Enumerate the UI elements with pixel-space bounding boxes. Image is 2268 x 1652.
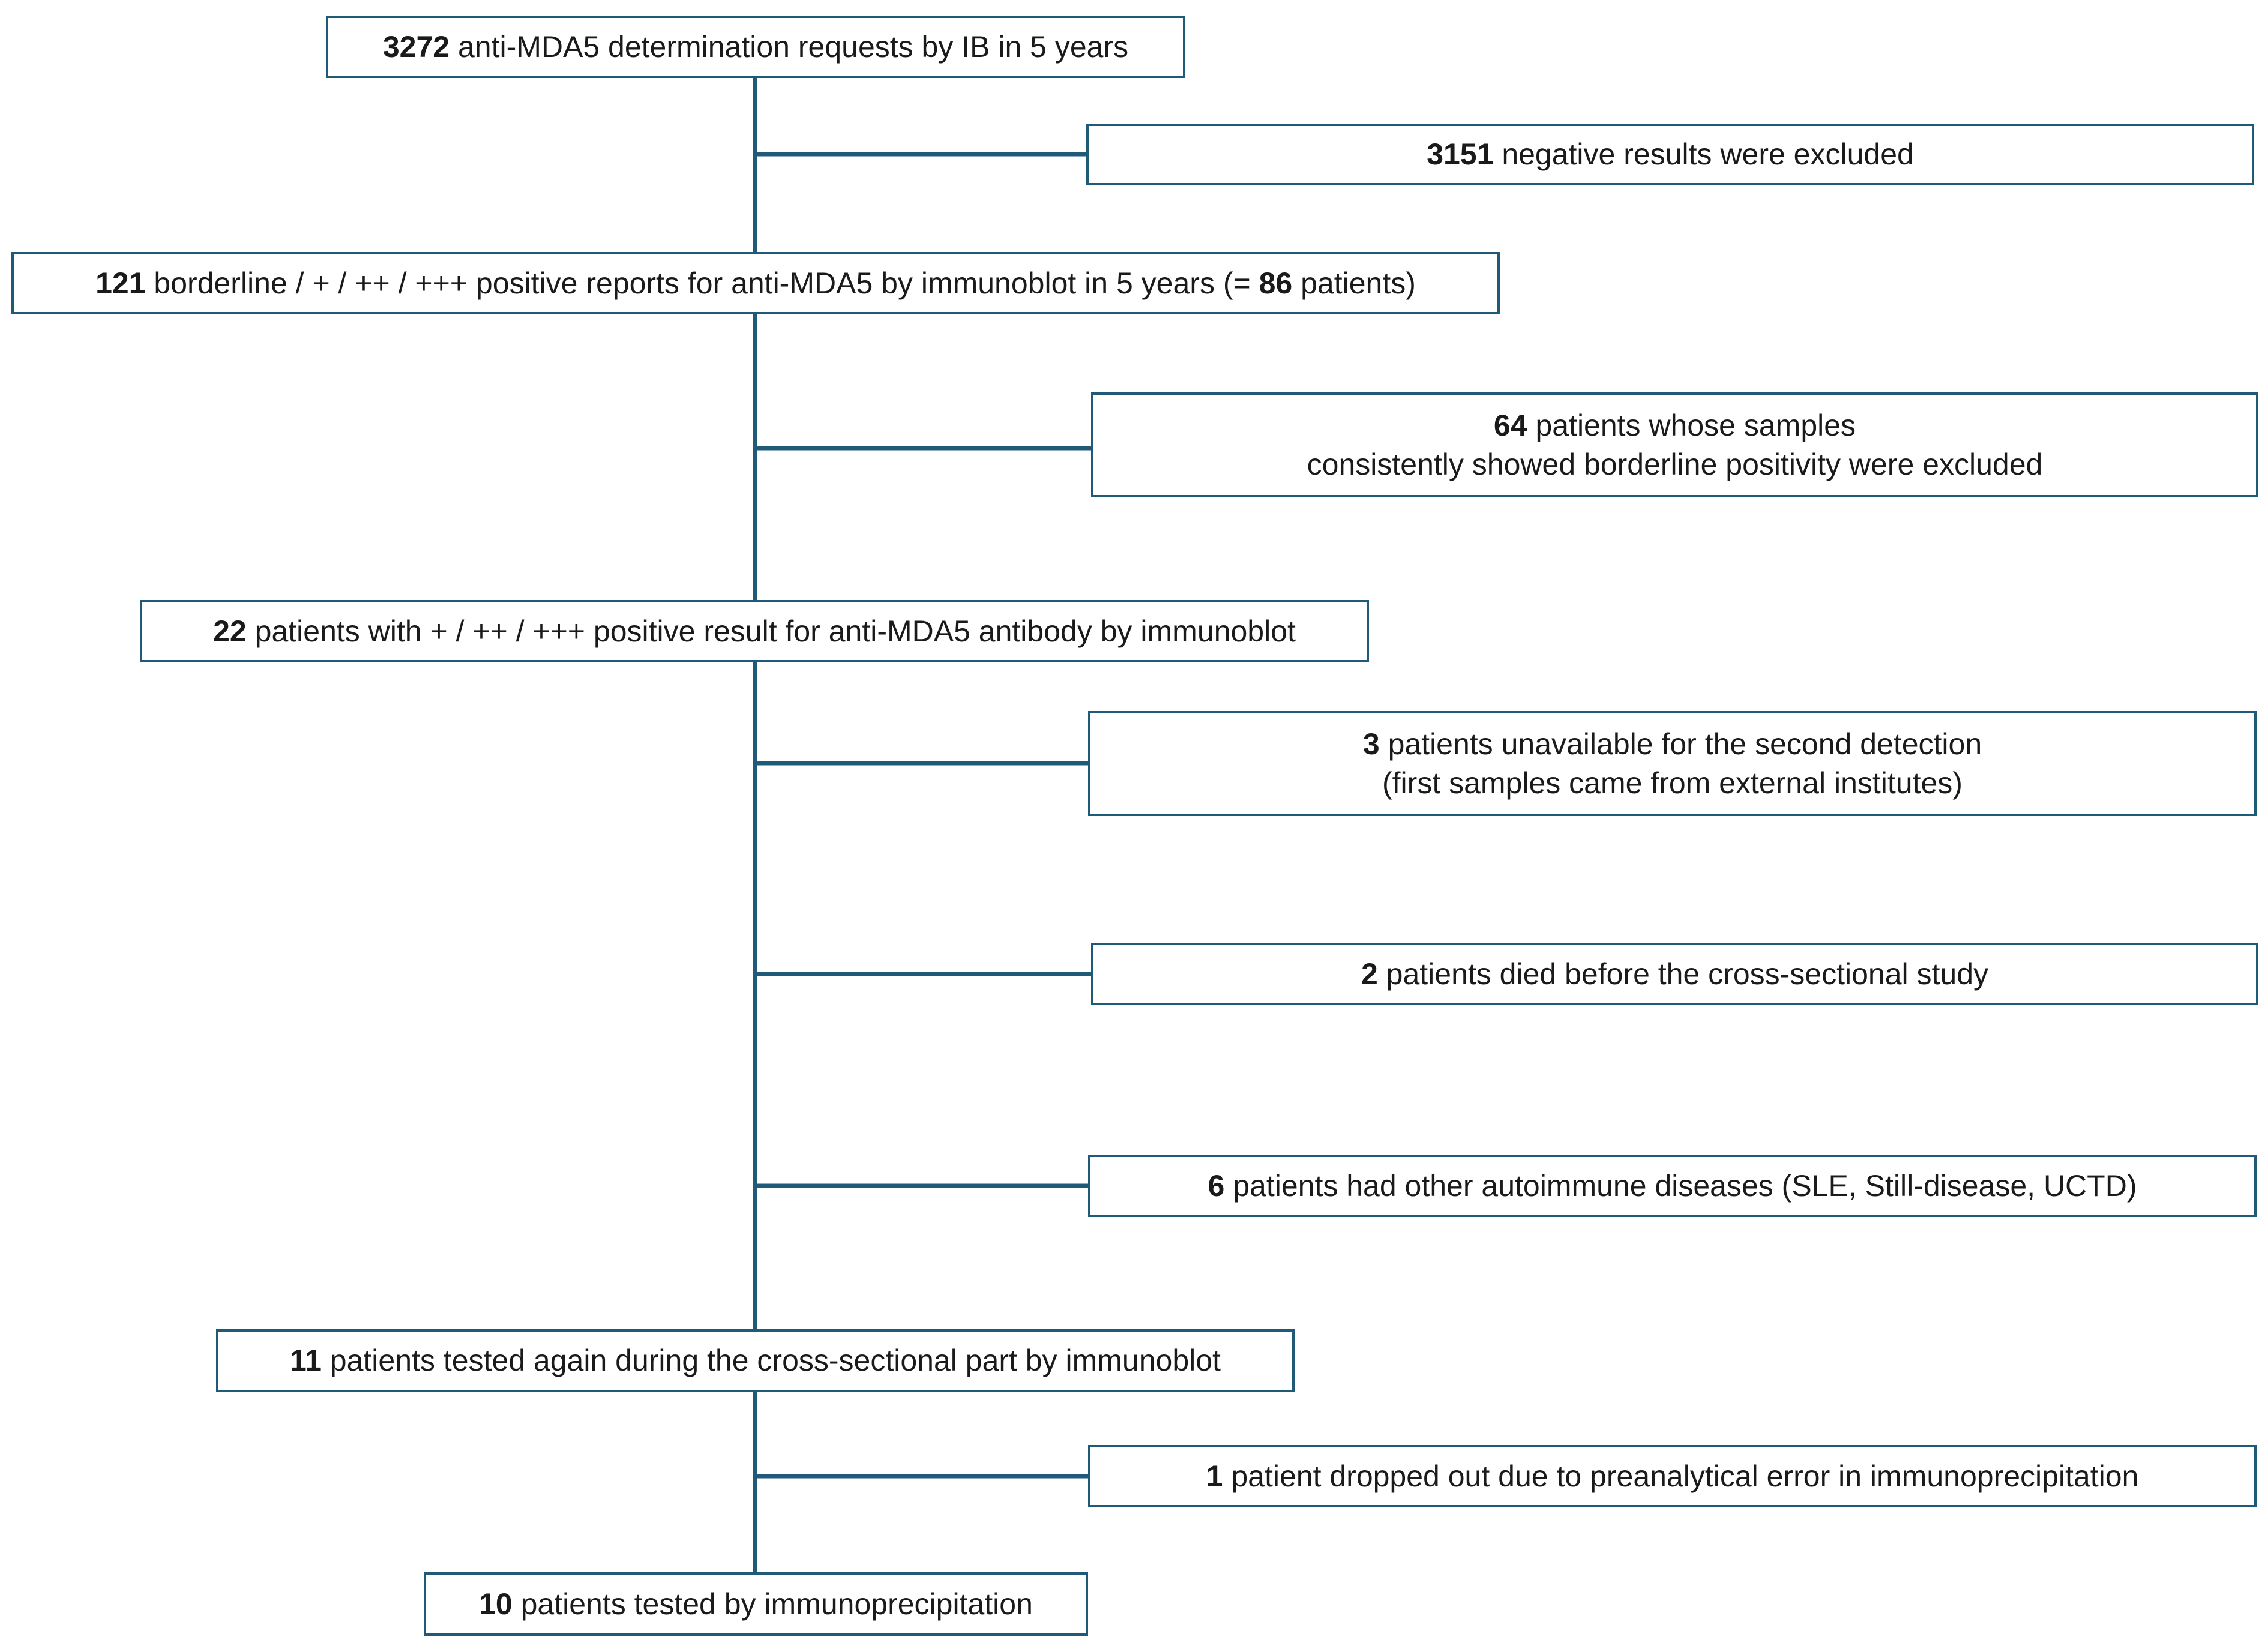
step3-label: 22 patients with + / ++ / +++ positive r… bbox=[213, 614, 1296, 648]
exclusion4-label: 1 patient dropped out due to preanalytic… bbox=[1206, 1459, 2139, 1493]
exclusion3c-label: 6 patients had other autoimmune diseases… bbox=[1208, 1168, 2137, 1203]
exclusion3a-box: 3 patients unavailable for the second de… bbox=[1088, 711, 2257, 816]
exclusion2-line1: 64 patients whose samples bbox=[1493, 408, 1856, 442]
exclusion2-box: 64 patients whose samples consistently s… bbox=[1091, 392, 2258, 497]
step2-label: 121 borderline / + / ++ / +++ positive r… bbox=[95, 266, 1416, 300]
step1-box: 3272 anti-MDA5 determination requests by… bbox=[326, 16, 1185, 78]
exclusion3c-box: 6 patients had other autoimmune diseases… bbox=[1088, 1155, 2257, 1217]
exclusion3b-label: 2 patients died before the cross-section… bbox=[1361, 957, 1989, 991]
exclusion3a-line1: 3 patients unavailable for the second de… bbox=[1362, 727, 1982, 761]
step4-label: 11 patients tested again during the cros… bbox=[290, 1344, 1221, 1377]
step1-label: 3272 anti-MDA5 determination requests by… bbox=[382, 29, 1129, 64]
exclusion2-line2: consistently showed borderline positivit… bbox=[1307, 447, 2043, 481]
exclusion3b-box: 2 patients died before the cross-section… bbox=[1091, 943, 2258, 1005]
exclusion4-box: 1 patient dropped out due to preanalytic… bbox=[1088, 1445, 2257, 1507]
step5-label: 10 patients tested by immunoprecipitatio… bbox=[479, 1587, 1033, 1621]
exclusion1-box: 3151 negative results were excluded bbox=[1086, 124, 2254, 185]
step3-box: 22 patients with + / ++ / +++ positive r… bbox=[140, 600, 1369, 662]
exclusion1-label: 3151 negative results were excluded bbox=[1427, 137, 1914, 171]
step4-box: 11 patients tested again during the cros… bbox=[216, 1329, 1295, 1392]
step5-box: 10 patients tested by immunoprecipitatio… bbox=[424, 1572, 1088, 1636]
step2-box: 121 borderline / + / ++ / +++ positive r… bbox=[11, 252, 1500, 314]
exclusion3a-line2: (first samples came from external instit… bbox=[1382, 766, 1963, 800]
